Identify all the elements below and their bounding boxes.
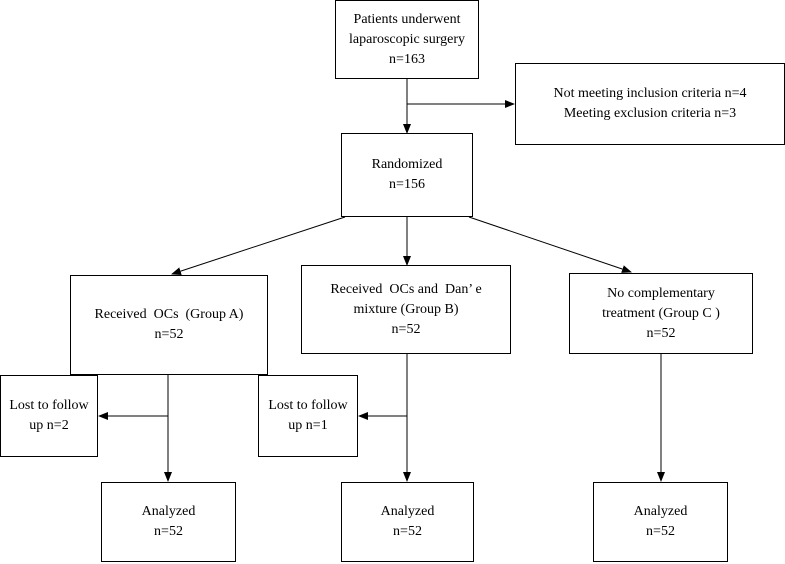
- group-b-line2: mixture (Group B): [353, 301, 459, 317]
- group-b-line1: Received OCs and Dan’ e: [330, 281, 482, 297]
- box-group-a: Received OCs (Group A) n=52: [70, 275, 268, 375]
- arrow-randomized-to-group-a: [171, 216, 346, 275]
- box-patients-surgery: Patients underwent laparoscopic surgery …: [335, 0, 479, 79]
- box-excluded: Not meeting inclusion criteria n=4 Meeti…: [515, 63, 785, 145]
- box-group-b-analyzed: Analyzed n=52: [341, 482, 474, 562]
- group-b-analyzed-line1: Analyzed: [380, 504, 435, 519]
- start-line1: Patients underwent: [353, 11, 461, 27]
- randomized-line2: n=156: [389, 177, 425, 192]
- start-line2: laparoscopic surgery: [349, 31, 465, 47]
- box-group-b-lost: Lost to follow up n=1: [258, 375, 358, 457]
- group-c-line2: treatment (Group C ): [602, 305, 720, 321]
- group-a-lost-line2: up n=2: [29, 418, 69, 433]
- group-c-line1: No complementary: [607, 285, 715, 301]
- start-line3: n=163: [389, 51, 425, 67]
- group-a-lost-line1: Lost to follow: [9, 398, 89, 413]
- group-c-analyzed-line1: Analyzed: [633, 504, 688, 519]
- arrow-randomized-to-group-c: [468, 216, 632, 273]
- box-group-a-lost: Lost to follow up n=2: [0, 375, 98, 457]
- group-b-lost-line1: Lost to follow: [268, 398, 348, 413]
- box-group-c-analyzed: Analyzed n=52: [593, 482, 728, 562]
- group-b-line3: n=52: [391, 321, 421, 337]
- excluded-line1: Not meeting inclusion criteria n=4: [553, 86, 747, 101]
- group-a-analyzed-line1: Analyzed: [141, 504, 196, 519]
- box-group-a-analyzed: Analyzed n=52: [101, 482, 236, 562]
- group-c-line3: n=52: [646, 325, 676, 341]
- box-group-b: Received OCs and Dan’ e mixture (Group B…: [301, 265, 511, 354]
- group-a-line1: Received OCs (Group A): [94, 307, 244, 322]
- randomized-line1: Randomized: [371, 157, 443, 172]
- group-b-lost-line2: up n=1: [288, 418, 328, 433]
- group-b-analyzed-line2: n=52: [393, 524, 422, 539]
- box-group-c: No complementary treatment (Group C ) n=…: [569, 273, 753, 354]
- box-randomized: Randomized n=156: [341, 133, 473, 217]
- group-a-analyzed-line2: n=52: [154, 524, 183, 539]
- group-c-analyzed-line2: n=52: [646, 524, 675, 539]
- group-a-line2: n=52: [154, 327, 184, 342]
- excluded-line2: Meeting exclusion criteria n=3: [563, 106, 737, 121]
